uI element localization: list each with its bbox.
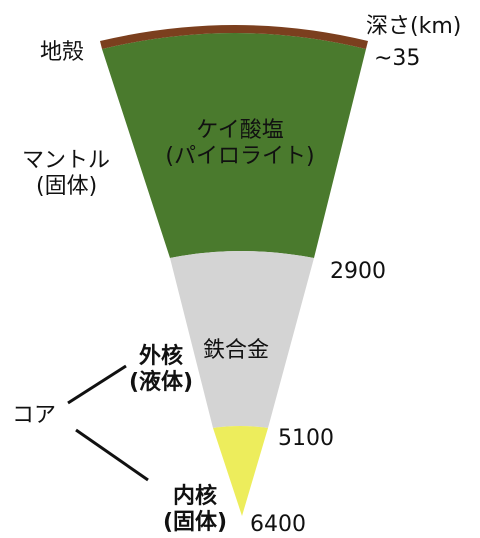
mantle-side-line1: マントル <box>22 148 111 173</box>
inner-core-label-line2: (固体) <box>162 510 228 535</box>
inner-core-label-line1: 内核 <box>172 484 217 509</box>
crust-depth-label: ~35 <box>374 46 421 71</box>
inner-core-label: 内核 (固体) <box>150 484 240 536</box>
inner-core-layer <box>213 426 268 516</box>
core-connector-line-upper <box>67 364 127 405</box>
core-connector-line-lower <box>75 428 149 482</box>
inner-core-bottom-depth-label: 6400 <box>250 512 306 537</box>
crust-layer <box>100 25 368 49</box>
mantle-material-label: ケイ酸塩 (パイロライト) <box>150 118 330 170</box>
mantle-bottom-depth-label: 2900 <box>330 259 386 284</box>
core-label: コア <box>12 403 57 428</box>
outer-core-material-label: 鉄合金 <box>203 338 270 363</box>
crust-label: 地殻 <box>40 40 85 65</box>
outer-core-layer <box>170 251 314 428</box>
mantle-material-line2: (パイロライト) <box>165 144 315 169</box>
outer-core-label: 外核 (液体) <box>116 344 206 396</box>
mantle-side-label: マントル (固体) <box>22 148 110 200</box>
outer-core-label-line1: 外核 <box>138 344 183 369</box>
mantle-side-line2: (固体) <box>36 174 98 199</box>
mantle-layer <box>102 33 366 258</box>
depth-axis-title: 深さ(km) <box>366 14 462 39</box>
outer-core-bottom-depth-label: 5100 <box>278 426 334 451</box>
mantle-material-line1: ケイ酸塩 <box>196 118 284 143</box>
outer-core-label-line2: (液体) <box>128 370 194 395</box>
